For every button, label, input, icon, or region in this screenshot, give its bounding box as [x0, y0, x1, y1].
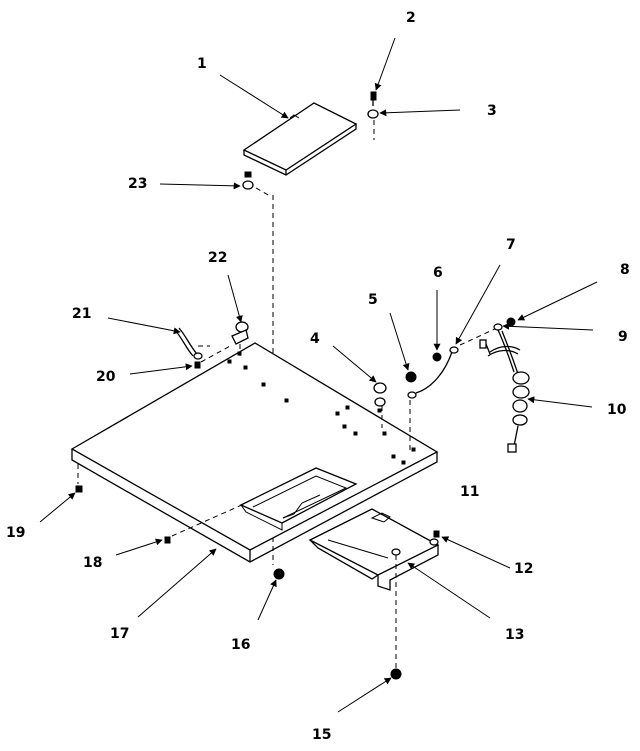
label-part-18: 18 — [83, 555, 102, 571]
label-part-4: 4 — [310, 331, 320, 347]
label-part-17: 17 — [110, 626, 129, 642]
part-screw-12 — [433, 530, 440, 538]
label-part-5: 5 — [368, 292, 378, 308]
part-screw-2 — [370, 91, 377, 106]
part-clip-4 — [373, 382, 387, 428]
part-screw-20 — [194, 344, 233, 369]
part-base-plate — [70, 342, 439, 563]
part-cover-plate — [242, 102, 358, 176]
label-part-19: 19 — [6, 525, 25, 541]
part-washer-3 — [367, 109, 379, 140]
label-part-23: 23 — [128, 176, 147, 192]
label-part-21: 21 — [72, 306, 91, 322]
label-part-8: 8 — [620, 262, 630, 278]
label-part-11: 11 — [460, 484, 479, 500]
part-bracket-13 — [308, 508, 440, 591]
part-wire-21 — [174, 327, 210, 360]
plate-holes — [227, 351, 416, 465]
label-part-6: 6 — [433, 265, 443, 281]
part-screw-23 — [242, 171, 271, 197]
part-foot-15 — [390, 668, 402, 680]
label-part-13: 13 — [505, 627, 524, 643]
part-foot-16 — [273, 568, 285, 580]
label-part-16: 16 — [231, 637, 250, 653]
part-screw-18 — [164, 503, 245, 544]
label-part-22: 22 — [208, 250, 227, 266]
label-part-1: 1 — [197, 56, 207, 72]
part-power-cord-10 — [479, 329, 530, 453]
part-wire-6-7 — [415, 327, 498, 394]
label-part-3: 3 — [487, 103, 497, 119]
label-part-12: 12 — [514, 561, 533, 577]
part-grommet-5 — [405, 371, 417, 399]
label-part-2: 2 — [406, 10, 416, 26]
label-part-7: 7 — [506, 237, 516, 253]
label-part-9: 9 — [618, 329, 628, 345]
part-clamp-22 — [231, 321, 249, 356]
leader-lines — [39, 37, 598, 713]
label-part-10: 10 — [607, 402, 627, 418]
label-part-15: 15 — [312, 727, 331, 743]
part-nut-8-9 — [493, 317, 516, 331]
part-screw-19 — [75, 464, 83, 493]
label-part-20: 20 — [96, 369, 116, 385]
part-labels: 1 2 3 4 5 6 7 8 9 10 11 12 13 15 16 17 1… — [6, 10, 630, 743]
